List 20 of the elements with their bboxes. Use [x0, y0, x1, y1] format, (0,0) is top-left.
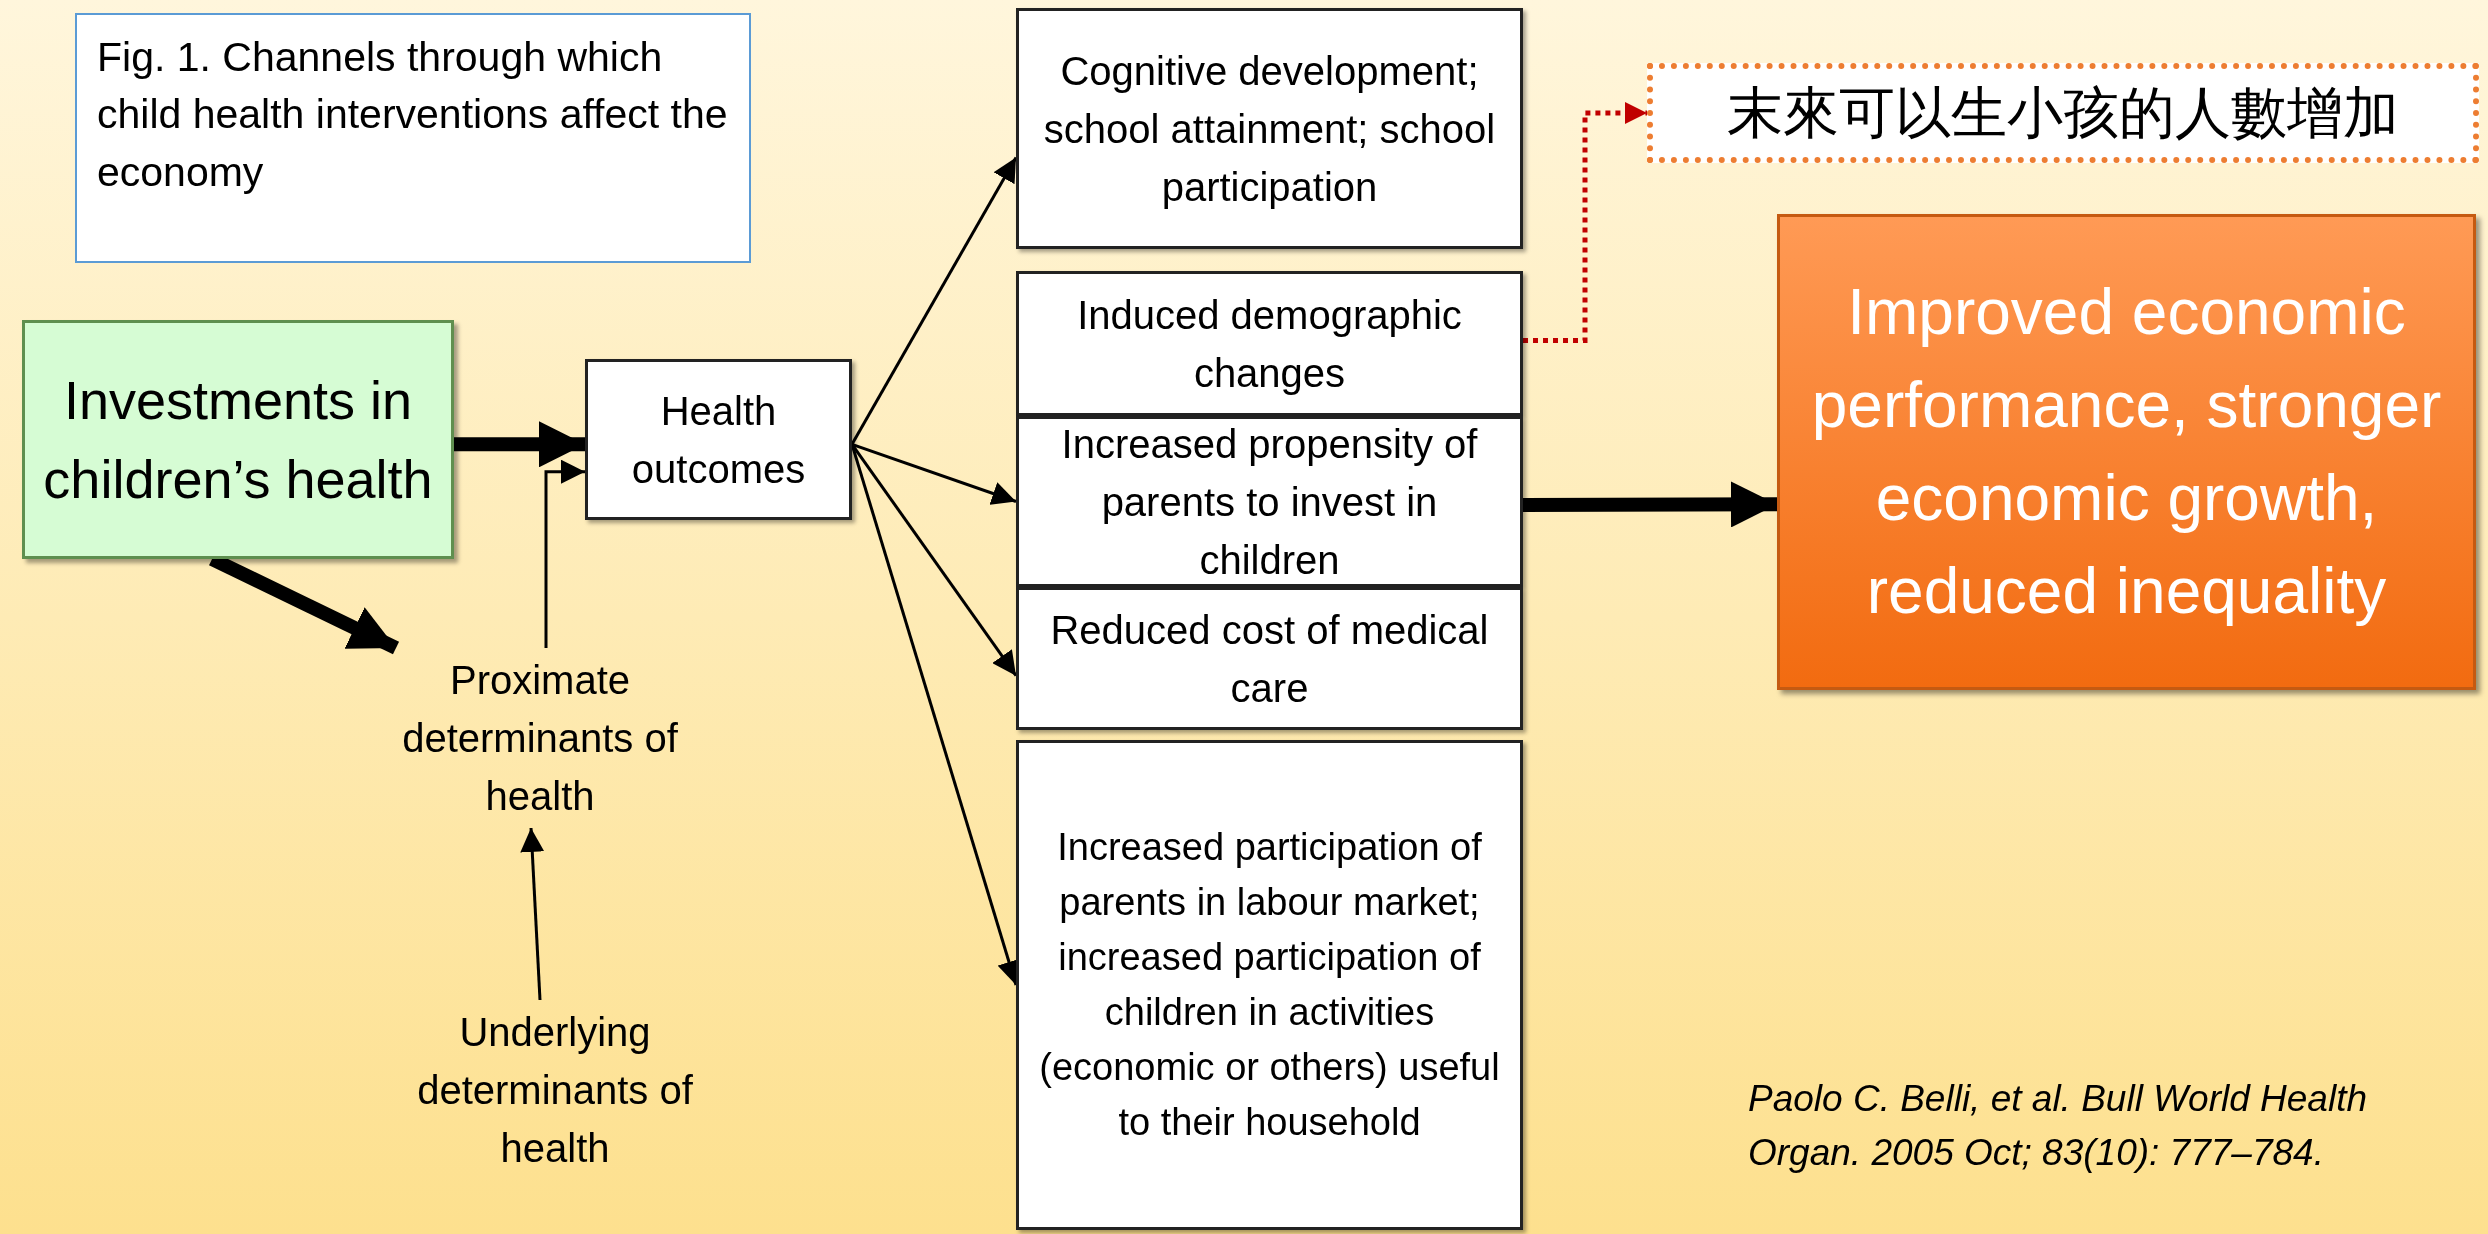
arrow	[520, 827, 545, 1001]
process-box: Cognitive development; school attainment; school participation	[1016, 8, 1523, 249]
process-box: Increased propensity of parents to invest in children	[1016, 416, 1523, 587]
arrow	[851, 442, 1017, 505]
arrow	[544, 459, 585, 648]
citation: Paolo C. Belli, et al. Bull World Health Organ. 2005 Oct; 83(10): 777–784.	[1748, 1077, 2368, 1175]
process-box: Increased participation of parents in labour market; increased participation of children in activities (economic or others) useful to their household	[1016, 740, 1523, 1230]
arrow	[454, 421, 585, 468]
process-box: Reduced cost of medical care	[1016, 587, 1523, 730]
arrow	[850, 156, 1018, 446]
note-box: 末來可以生小孩的人數增加	[1647, 63, 2479, 163]
process-box: Induced demographic changes	[1016, 271, 1523, 416]
outcome-box: Improved economic performance, stronger economic growth, reduced inequality	[1777, 214, 2476, 690]
text-label: Underlying determinants of health	[405, 1000, 705, 1180]
process-box: Health outcomes	[585, 359, 852, 520]
arrow	[1522, 481, 1778, 528]
arrow	[1523, 102, 1647, 344]
figure-title: Fig. 1. Channels through which child health interventions affect the economy	[75, 13, 751, 263]
text-label: Proximate determinants of health	[390, 648, 690, 828]
process-box: Investments in children’s health	[22, 320, 454, 559]
